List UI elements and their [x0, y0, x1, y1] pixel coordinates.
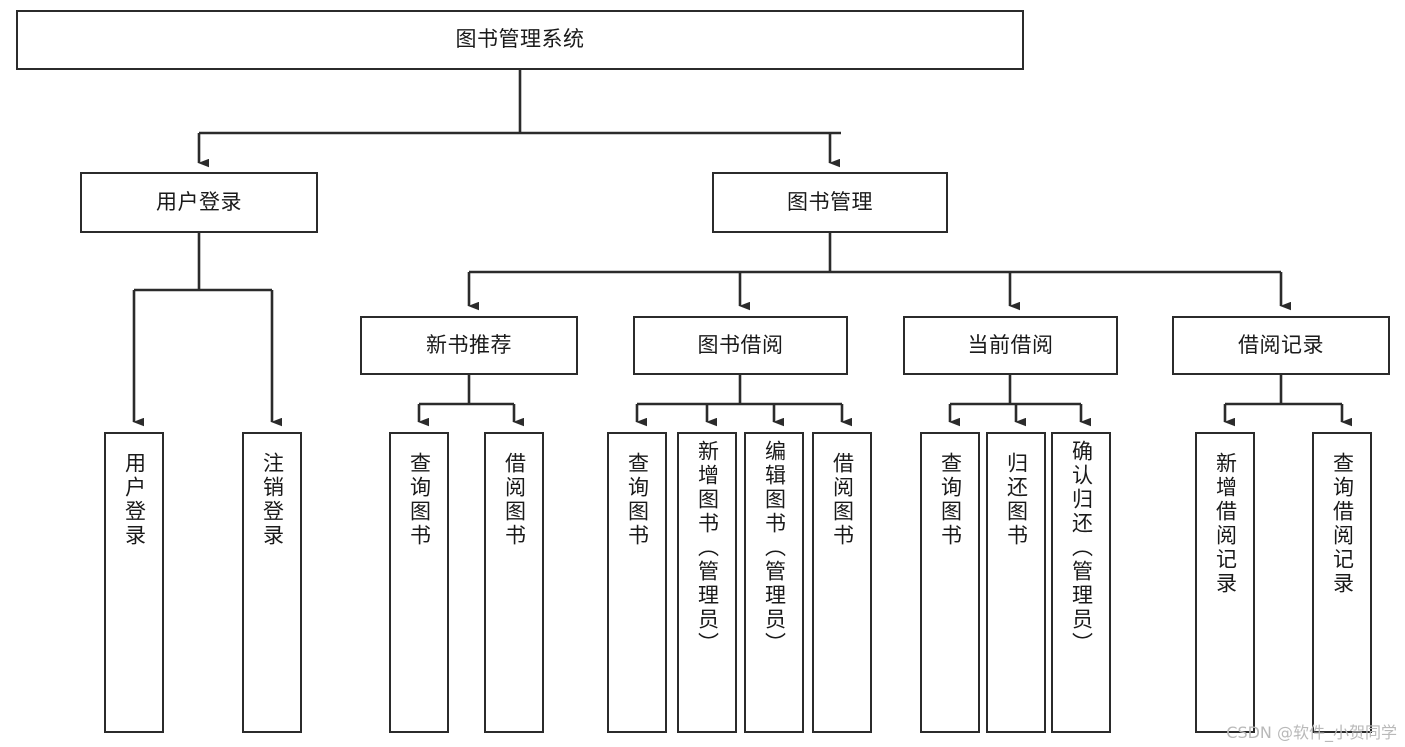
node-current-borrow-label: 当前借阅	[967, 332, 1054, 357]
leaf-logout[interactable]: 注销登录	[242, 432, 302, 733]
leaf-logout-label: 注销登录	[260, 452, 285, 548]
leaf-confirm-return-admin[interactable]: 确认归还（管理员）	[1051, 432, 1111, 733]
leaf-add-borrow-record-label: 新增借阅记录	[1213, 452, 1238, 596]
node-borrow-record-label: 借阅记录	[1238, 332, 1324, 357]
leaf-borrow-book-label: 借阅图书	[830, 452, 855, 548]
node-book-borrow-label: 图书借阅	[697, 332, 784, 357]
leaf-query-book-recommend-label: 查询图书	[407, 452, 432, 548]
leaf-query-book-borrow-label: 查询图书	[625, 452, 650, 548]
leaf-borrow-book[interactable]: 借阅图书	[812, 432, 872, 733]
node-root[interactable]: 图书管理系统	[16, 10, 1024, 70]
leaf-return-book-label: 归还图书	[1004, 452, 1029, 548]
node-book-management[interactable]: 图书管理	[712, 172, 948, 233]
node-new-book-recommend-label: 新书推荐	[426, 332, 512, 357]
leaf-confirm-return-admin-label: 确认归还（管理员）	[1069, 440, 1094, 656]
leaf-add-borrow-record[interactable]: 新增借阅记录	[1195, 432, 1255, 733]
leaf-query-book-current-label: 查询图书	[938, 452, 963, 548]
node-user-login-label: 用户登录	[156, 189, 242, 214]
node-book-management-label: 图书管理	[787, 189, 873, 214]
leaf-query-book-borrow[interactable]: 查询图书	[607, 432, 667, 733]
leaf-add-book-admin[interactable]: 新增图书（管理员）	[677, 432, 737, 733]
node-root-label: 图书管理系统	[455, 27, 585, 52]
node-book-borrow[interactable]: 图书借阅	[633, 316, 848, 375]
leaf-query-borrow-record-label: 查询借阅记录	[1330, 452, 1355, 596]
node-user-login[interactable]: 用户登录	[80, 172, 318, 233]
leaf-query-borrow-record[interactable]: 查询借阅记录	[1312, 432, 1372, 733]
leaf-user-login[interactable]: 用户登录	[104, 432, 164, 733]
leaf-query-book-current[interactable]: 查询图书	[920, 432, 980, 733]
leaf-return-book[interactable]: 归还图书	[986, 432, 1046, 733]
leaf-edit-book-admin[interactable]: 编辑图书（管理员）	[744, 432, 804, 733]
leaf-borrow-book-recommend-label: 借阅图书	[502, 452, 527, 548]
leaf-user-login-label: 用户登录	[122, 452, 147, 548]
node-current-borrow[interactable]: 当前借阅	[903, 316, 1118, 375]
node-borrow-record[interactable]: 借阅记录	[1172, 316, 1390, 375]
leaf-query-book-recommend[interactable]: 查询图书	[389, 432, 449, 733]
leaf-borrow-book-recommend[interactable]: 借阅图书	[484, 432, 544, 733]
leaf-edit-book-admin-label: 编辑图书（管理员）	[762, 440, 787, 656]
leaf-add-book-admin-label: 新增图书（管理员）	[695, 440, 720, 656]
node-new-book-recommend[interactable]: 新书推荐	[360, 316, 578, 375]
